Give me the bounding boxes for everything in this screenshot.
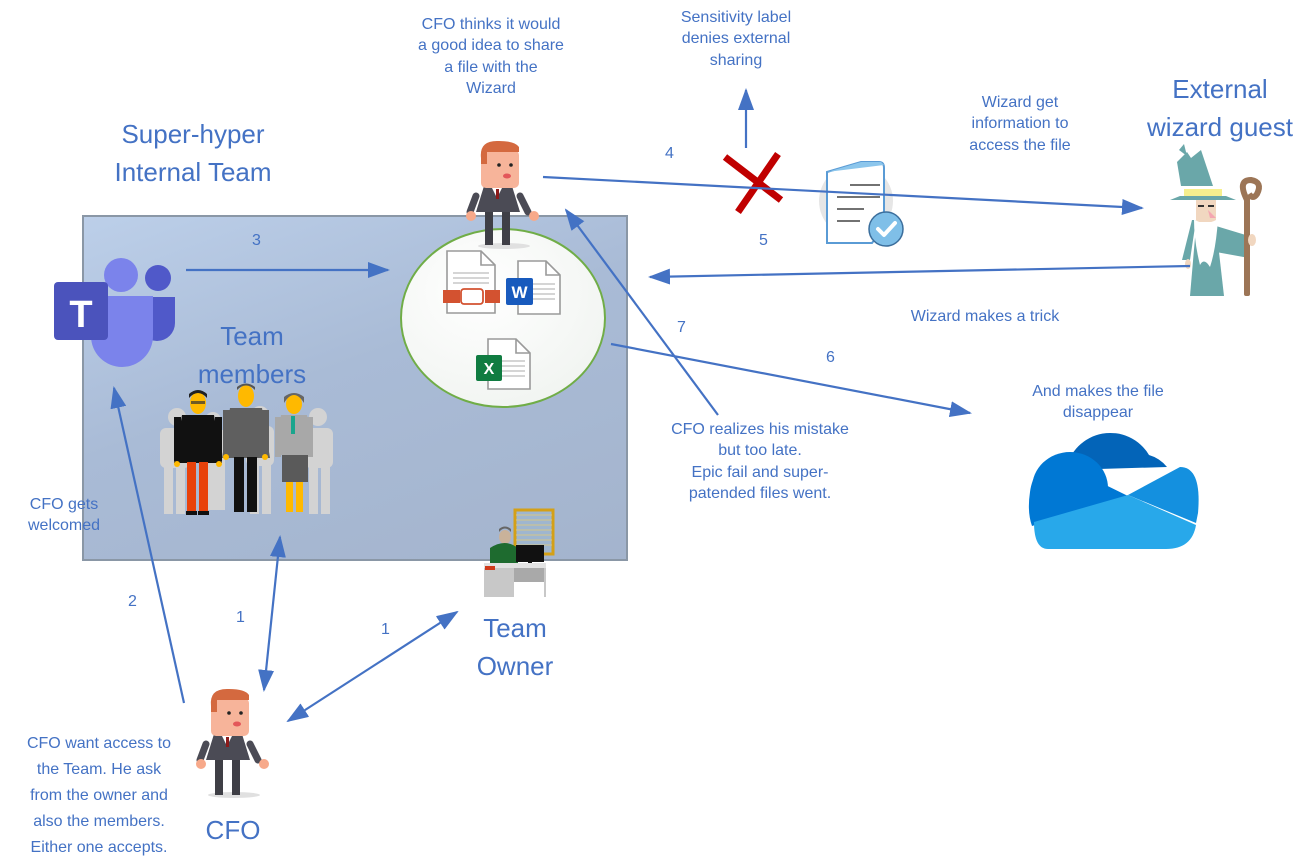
note-line: welcomed bbox=[27, 517, 101, 535]
note-line: CFO realizes his mistake bbox=[671, 421, 849, 438]
internal-team-title: Super-hyper Internal Team bbox=[88, 116, 298, 191]
team-members-title-line: Team bbox=[220, 321, 284, 351]
note-line: but too late. bbox=[718, 442, 802, 460]
arrow-step-5 bbox=[648, 264, 1191, 285]
word-letter: W bbox=[511, 283, 528, 302]
cfo-figure-bottom bbox=[196, 688, 269, 798]
note-line: sharing bbox=[709, 51, 763, 69]
team-owner-illustration bbox=[484, 508, 555, 597]
note-line: Wizard get bbox=[981, 94, 1059, 111]
external-guest-title: External wizard guest bbox=[1130, 71, 1308, 146]
word-file-icon: W bbox=[506, 260, 561, 315]
team-members-illustration bbox=[160, 383, 333, 515]
note-sensitivity-label: Sensitivity label denies external sharin… bbox=[636, 7, 836, 71]
onedrive-cloud-icon bbox=[1028, 432, 1199, 549]
cfo-title: CFO bbox=[205, 815, 261, 845]
labeled-document-icon bbox=[819, 161, 904, 247]
teams-logo-icon: T bbox=[54, 258, 175, 367]
external-guest-title-line: External bbox=[1172, 74, 1268, 104]
step-2-label: 2 bbox=[128, 593, 137, 610]
team-owner-title-line: Owner bbox=[476, 650, 554, 681]
note-line: a good idea to share bbox=[418, 37, 564, 55]
cfo-figure-top bbox=[466, 140, 539, 249]
arrow-step-1-members bbox=[258, 535, 286, 692]
note-wizard-info: Wizard get information to access the fil… bbox=[935, 92, 1105, 156]
excel-file-icon: X bbox=[476, 338, 531, 390]
arrow-step-1-owner bbox=[286, 610, 459, 723]
team-members-title-line: members bbox=[197, 358, 307, 389]
step-7-label: 7 bbox=[677, 319, 686, 336]
note-line: Epic fail and super- bbox=[691, 463, 829, 481]
note-line: disappear bbox=[1062, 404, 1134, 422]
team-members-title: Team members bbox=[182, 318, 322, 393]
note-line: also the members. bbox=[33, 812, 165, 830]
arrow-step-2 bbox=[110, 386, 186, 704]
step-1-members-label: 1 bbox=[236, 609, 245, 626]
note-line: from the owner and bbox=[30, 786, 168, 804]
step-1-owner-label: 1 bbox=[381, 621, 390, 638]
arrow-step-4 bbox=[542, 175, 1144, 215]
note-line: a file with the bbox=[444, 58, 538, 76]
teams-letter: T bbox=[69, 294, 92, 336]
note-line: information to bbox=[971, 115, 1069, 133]
step-3-label: 3 bbox=[252, 232, 261, 249]
step-6-label: 6 bbox=[826, 349, 835, 366]
note-line: access the file bbox=[969, 136, 1071, 154]
note-cfo-welcomed: CFO gets welcomed bbox=[6, 494, 122, 537]
powerpoint-file-icon bbox=[443, 250, 500, 314]
team-owner-title: Team Owner bbox=[450, 610, 580, 685]
arrow-step-6 bbox=[610, 342, 972, 418]
external-guest-title-line: wizard guest bbox=[1147, 111, 1293, 142]
internal-team-title-line: Super-hyper bbox=[121, 119, 265, 149]
note-line: Sensitivity label bbox=[680, 9, 792, 26]
note-line: denies external bbox=[681, 30, 791, 48]
note-line: And makes the file bbox=[1032, 383, 1164, 400]
team-owner-title-line: Team bbox=[483, 613, 547, 643]
note-line: Either one accepts. bbox=[30, 838, 168, 856]
excel-letter: X bbox=[484, 361, 495, 378]
note-cfo-share-idea: CFO thinks it would a good idea to share… bbox=[376, 14, 606, 99]
arrow-step-7 bbox=[564, 208, 719, 416]
note-line: CFO gets bbox=[29, 496, 99, 513]
note-line: patended files went. bbox=[688, 484, 832, 502]
note-line: Wizard bbox=[466, 79, 516, 97]
wizard-figure bbox=[1170, 144, 1262, 296]
note-file-disappear: And makes the file disappear bbox=[1000, 381, 1196, 424]
note-cfo-want-access: CFO want access to the Team. He ask from… bbox=[4, 731, 194, 861]
note-line: the Team. He ask bbox=[36, 760, 162, 778]
internal-team-title-line: Internal Team bbox=[114, 156, 272, 187]
step-4-label: 4 bbox=[665, 145, 674, 162]
note-wizard-trick: Wizard makes a trick bbox=[910, 308, 1060, 325]
note-line: CFO want access to bbox=[26, 735, 172, 752]
note-cfo-realizes: CFO realizes his mistake but too late. E… bbox=[640, 419, 880, 504]
flow-arrows bbox=[110, 88, 1191, 723]
step-5-label: 5 bbox=[759, 232, 768, 249]
deny-x-icon bbox=[722, 152, 784, 214]
note-line: CFO thinks it would bbox=[421, 16, 561, 33]
